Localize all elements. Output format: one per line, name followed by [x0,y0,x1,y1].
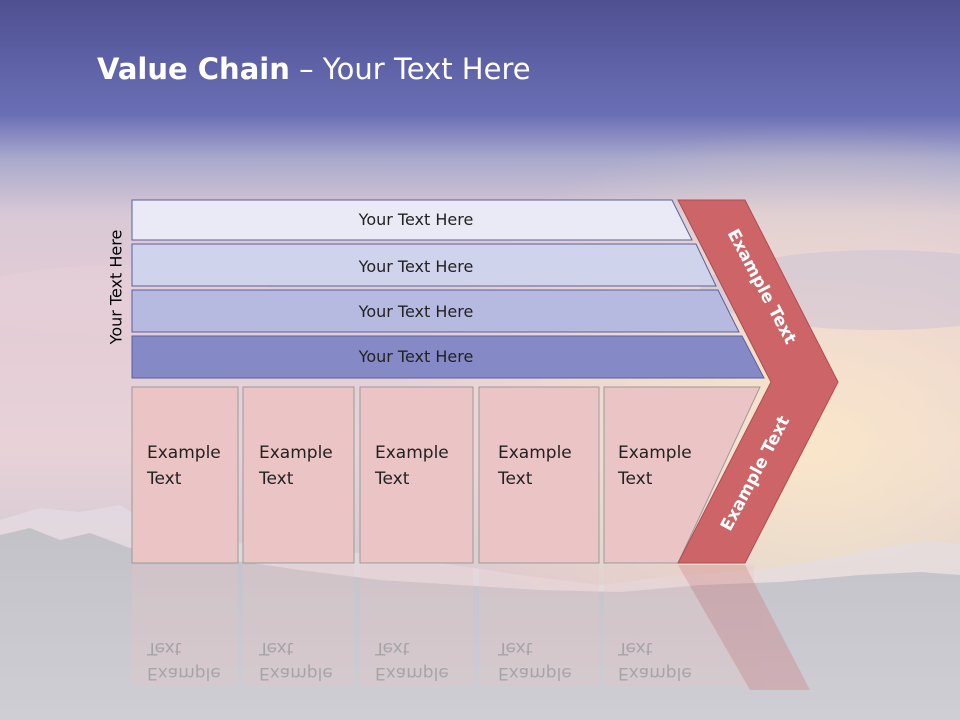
margin-chevron [677,199,839,564]
support-bar-label: Your Text Here [358,257,474,276]
reflection-text: Text [374,638,410,658]
support-bar-2 [131,243,717,287]
support-bar-3 [131,289,740,333]
box-text-line2: Text [258,469,294,489]
reflection-text: Example [259,663,333,683]
diagram-reflection: Example Example Example Example Example … [132,565,810,690]
box-text-line2: Text [497,469,533,489]
reflection-box [479,565,599,685]
box-text-line1: Example [618,443,692,463]
reflection-text: Example [498,663,572,683]
title-bold: Value Chain [97,52,290,86]
support-bar-label: Your Text Here [358,347,474,366]
box-text-line1: Example [259,443,333,463]
reflection-text: Example [618,663,692,683]
reflection-text: Example [147,663,221,683]
support-bar-1 [131,199,693,241]
reflection-box [132,565,238,685]
reflection-text: Text [497,638,533,658]
reflection-chevron [678,565,810,690]
reflection-box [243,565,354,685]
primary-activity-box [131,386,239,564]
reflection-box [360,565,473,685]
reflection-text: Text [617,638,653,658]
box-text-line2: Text [146,469,182,489]
primary-activity-box [242,386,355,564]
box-text-line2: Text [374,469,410,489]
reflection-text: Text [146,638,182,658]
title-rest: – Your Text Here [289,52,531,86]
reflection-box [604,565,754,685]
box-text-line1: Example [147,443,221,463]
support-bar-4 [131,335,765,379]
slide-title: Value Chain – Your Text Here [97,52,531,86]
support-bar-label: Your Text Here [358,302,474,321]
primary-activity-box [478,386,600,564]
support-bar-label: Your Text Here [358,210,474,229]
reflection-text: Text [258,638,294,658]
reflection-text: Example [375,663,449,683]
box-text-line1: Example [498,443,572,463]
box-text-line1: Example [375,443,449,463]
box-text-line2: Text [617,469,653,489]
primary-activity-box [359,386,474,564]
